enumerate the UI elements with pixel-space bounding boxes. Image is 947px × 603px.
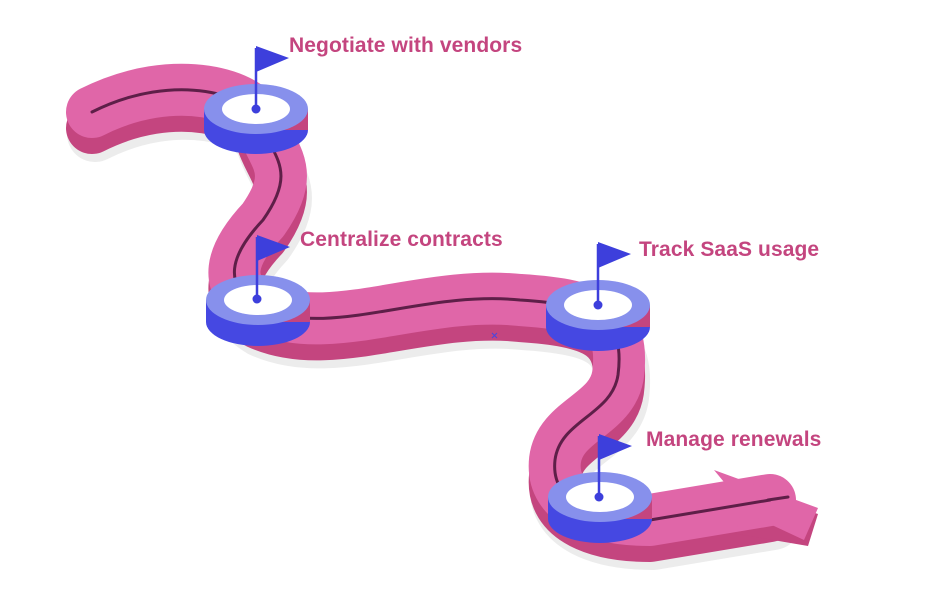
flag-icon [252,235,290,304]
milestone-ring-4 [548,472,652,543]
milestone-ring-3 [546,280,650,351]
milestone-label-manage-renewals: Manage renewals [646,428,822,451]
flag-icon [594,434,632,502]
road-center-line [90,88,772,522]
milestone-label-centralize-contracts: Centralize contracts [300,228,503,251]
arrow-head-icon [714,470,818,540]
milestone-ring-2 [206,275,310,346]
cross-mark-icon [491,332,498,339]
flag-icon [593,242,631,310]
milestone-label-negotiate-vendors: Negotiate with vendors [289,34,523,57]
milestone-label-track-saas-usage: Track SaaS usage [639,238,820,261]
flag-icon [251,46,289,114]
